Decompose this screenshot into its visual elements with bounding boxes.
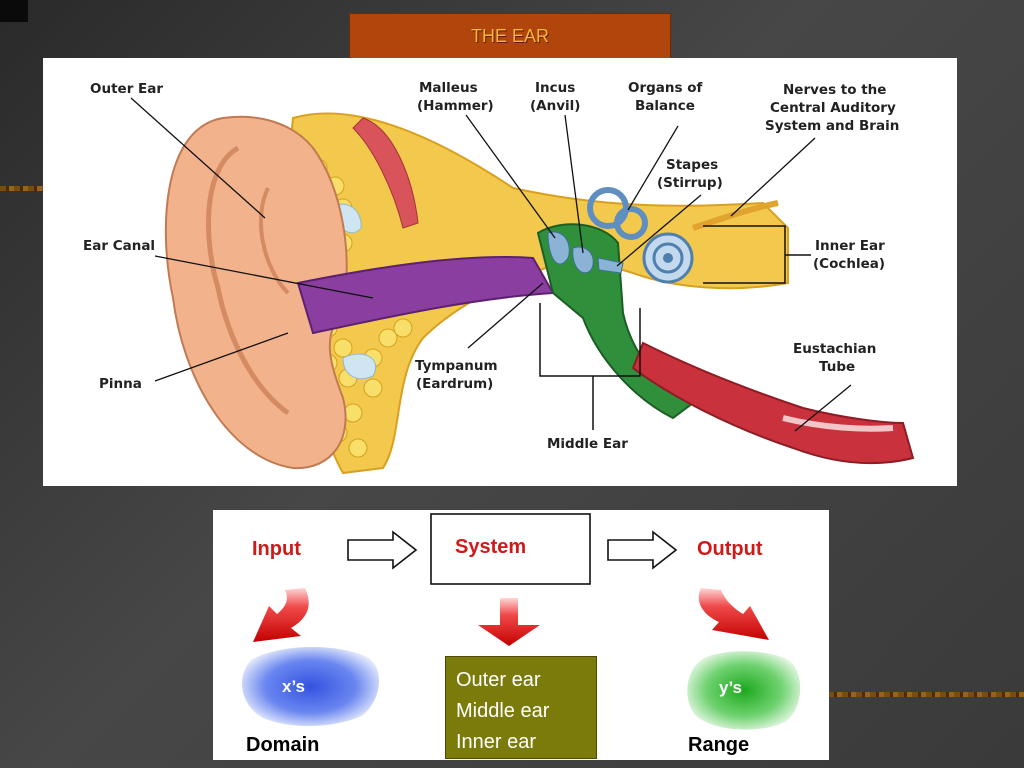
leader-lines [130,97,852,432]
label-nerves-line1: Nerves to the [783,82,886,98]
decorative-band-right [828,692,1024,697]
input-label: Input [252,538,301,560]
bracket-lines [539,225,811,430]
label-eustachian-line2: Tube [819,359,855,375]
label-malleus-line1: Malleus [419,80,478,96]
label-inner-ear-line1: Inner Ear [815,238,885,254]
ear-diagram: Outer Ear Ear Canal Pinna Malleus (Hamme… [43,58,957,486]
output-label: Output [697,538,763,560]
arrow-right-icon [607,530,678,570]
range-label: Range [688,734,749,756]
tube-lumen [782,415,894,432]
curved-arrow-down-right-icon [698,588,769,640]
label-balance-line1: Organs of [628,80,703,96]
cochlea-center [663,253,673,263]
cochlea-spiral [652,242,684,274]
eustachian-tube-shape [631,341,915,465]
range-blob-label: y’s [719,678,742,697]
muscle [352,117,419,229]
label-middle-ear: Middle Ear [547,436,628,452]
domain-label: Domain [246,734,319,756]
label-pinna: Pinna [99,376,142,392]
label-nerves-line3: System and Brain [765,118,899,134]
flow-illustration: Input System Output x’s Domain y’s Range [241,513,801,756]
system-part-item: Middle ear [456,700,550,722]
system-box [430,513,591,585]
domain-blob [241,647,380,726]
label-nerves-line2: Central Auditory [770,100,896,116]
ear-illustration: Outer Ear Ear Canal Pinna Malleus (Hamme… [83,80,915,475]
helix-fold [205,145,290,416]
label-malleus-line2: (Hammer) [417,98,494,114]
slide-title: THE EAR [349,13,671,60]
label-stapes-line2: (Stirrup) [657,175,723,191]
system-part-item: Inner ear [456,731,537,753]
corner-decoration [0,0,28,22]
label-tympanum-line2: (Eardrum) [416,376,493,392]
range-blob [687,651,801,730]
antihelix-fold [259,187,290,295]
system-part-item: Outer ear [456,669,541,691]
label-incus-line1: Incus [535,80,575,96]
auditory-nerve [692,200,779,231]
label-balance-line2: Balance [635,98,695,114]
arrow-right-icon [347,530,418,570]
arrow-down-icon [478,598,540,646]
label-tympanum-line1: Tympanum [415,358,498,374]
label-stapes-line1: Stapes [666,157,718,173]
label-inner-ear-line2: (Cochlea) [813,256,885,272]
malleus-bone [547,231,570,265]
system-label: System [455,536,526,558]
domain-blob-label: x’s [282,677,305,696]
label-outer-ear: Outer Ear [90,81,163,97]
air-cell [342,353,377,380]
label-ear-canal: Ear Canal [83,238,155,254]
decorative-band-left [0,186,44,191]
incus-bone [572,246,594,274]
stapes-bone [597,257,624,274]
label-eustachian-line1: Eustachian [793,341,876,357]
system-parts-box: Outer ear Middle ear Inner ear [445,656,597,759]
semicircular-canal [614,206,648,240]
label-incus-line2: (Anvil) [530,98,580,114]
curved-arrow-down-left-icon [253,588,309,642]
